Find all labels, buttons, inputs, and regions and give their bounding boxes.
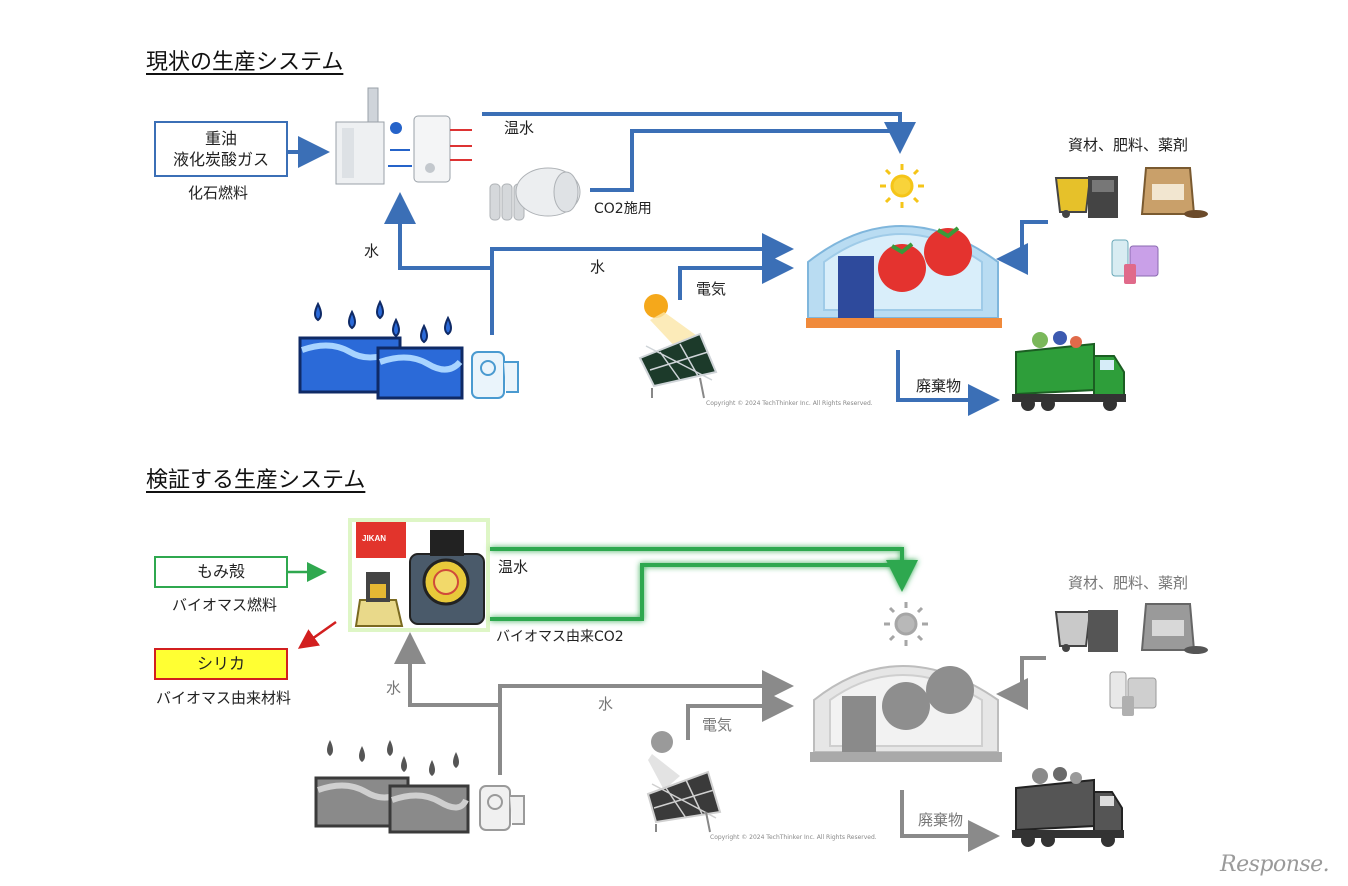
water-to-greenhouse-arrow (490, 233, 794, 268)
copyright-bottom: Copyright © 2024 TechThinker Inc. All Ri… (710, 834, 877, 841)
waste-label: 廃棄物 (916, 377, 962, 395)
silica-label: シリカ (196, 654, 245, 673)
bottom-green-arrows (490, 547, 918, 621)
water-to-boiler-arrow (384, 192, 494, 335)
electricity-label: 電気 (696, 280, 727, 298)
biomass-burner-icon (348, 518, 490, 632)
bottom-gray-arrows (394, 632, 1046, 852)
materials-arrow (996, 220, 1048, 275)
chemicals-icon (1111, 239, 1159, 284)
fertilizer-bag-icon (1140, 167, 1208, 218)
gray-water-tanks-icon (314, 740, 470, 834)
fossil-fuel-box: 重油 液化炭酸ガス (154, 121, 288, 177)
verify-system-title: 検証する生産システム (146, 468, 366, 493)
hot-water-arrow (482, 112, 916, 154)
gas-tank-icon (489, 167, 581, 221)
fuel-box-line1: 重油 (204, 129, 237, 148)
gray-water-left-label: 水 (386, 679, 402, 697)
current-system-title: 現状の生産システム (146, 50, 344, 75)
silica-box: シリカ (154, 648, 288, 680)
green-hot-water-label: 温水 (498, 558, 529, 576)
gray-water-to-greenhouse-arrow (498, 670, 794, 705)
electricity-arrow (678, 252, 794, 300)
response-watermark: Response. (1220, 852, 1330, 877)
sun-icon (880, 164, 924, 208)
co2-apply-arrow (590, 129, 900, 192)
gray-waste-arrow (900, 790, 1000, 852)
gray-electricity-arrow (686, 690, 794, 740)
co2-apply-label: CO2施用 (594, 201, 652, 217)
gray-materials-label: 資材、肥料、薬剤 (1068, 574, 1189, 592)
fossil-fuel-caption: 化石燃料 (188, 184, 249, 202)
waste-arrow (896, 350, 1000, 416)
fuel-box-line2: 液化炭酸ガス (172, 150, 269, 169)
gray-waste-label: 廃棄物 (918, 811, 964, 829)
gray-solar-panel-icon (646, 731, 722, 833)
gray-materials-arrow (996, 656, 1046, 710)
gray-water-to-burner-arrow (394, 632, 502, 775)
rice-husk-box: もみ殻 (154, 556, 288, 588)
materials-label: 資材、肥料、薬剤 (1068, 136, 1189, 154)
greenhouse-icon (806, 225, 1002, 328)
bio-co2-label: バイオマス由来CO2 (496, 629, 624, 645)
gray-chemicals-icon (1109, 671, 1157, 716)
gray-materials-icon (1054, 610, 1118, 652)
top-arrows (288, 112, 1048, 416)
water-tanks-icon (298, 299, 464, 400)
hot-water-green-arrow (490, 547, 918, 592)
water-pump-icon (471, 351, 519, 399)
gray-greenhouse-icon (810, 665, 1002, 762)
water-left-label: 水 (364, 242, 380, 260)
copyright-top: Copyright © 2024 TechThinker Inc. All Ri… (706, 400, 873, 407)
boiler-icon (335, 87, 472, 185)
solar-panel-icon (638, 294, 718, 399)
gray-sun-icon (884, 602, 928, 646)
jikan-logo: JIKAN (362, 534, 387, 543)
gray-water-mid-label: 水 (598, 695, 614, 713)
silica-output-arrow (297, 620, 337, 649)
biomass-material-caption: バイオマス由来材料 (156, 689, 292, 707)
gray-electricity-label: 電気 (702, 716, 733, 734)
gray-garbage-truck-icon (1012, 767, 1124, 847)
gray-fertilizer-bag-icon (1140, 603, 1208, 654)
bio-co2-arrow (490, 563, 902, 621)
garbage-truck-icon (1012, 331, 1126, 411)
rice-husk-label: もみ殻 (196, 562, 245, 581)
materials-icon (1054, 176, 1118, 218)
biomass-fuel-caption: バイオマス燃料 (172, 596, 278, 614)
hot-water-label: 温水 (504, 119, 535, 137)
gray-water-pump-icon (479, 785, 525, 831)
water-mid-label: 水 (590, 258, 606, 276)
